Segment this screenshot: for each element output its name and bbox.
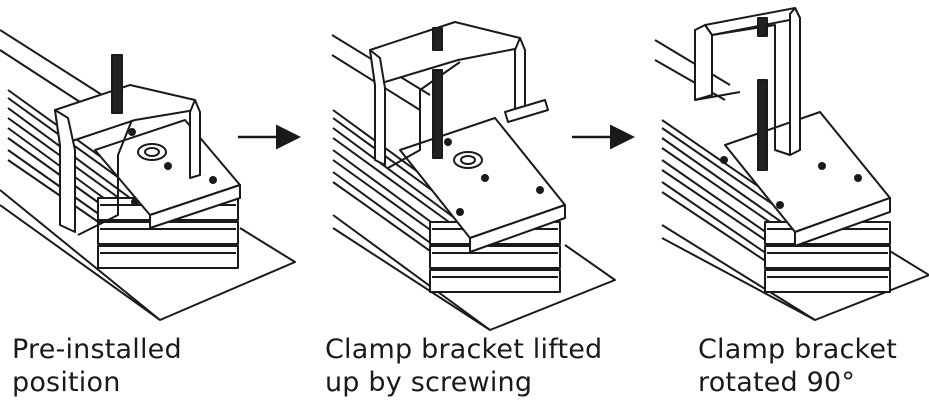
- step-1-illustration: [0, 29, 296, 321]
- caption-line: Pre-installed: [12, 334, 182, 365]
- step-2-caption: Clamp bracket lifted up by screwing: [325, 333, 602, 399]
- step-3-caption: Clamp bracket rotated 90°: [698, 333, 897, 399]
- caption-line: position: [12, 367, 121, 398]
- caption-line: rotated 90°: [698, 367, 856, 398]
- step-3-illustration: [654, 7, 929, 321]
- caption-line: Clamp bracket: [698, 334, 898, 365]
- caption-line: up by screwing: [325, 367, 533, 398]
- step-2-illustration: [331, 21, 616, 331]
- caption-line: Clamp bracket lifted: [325, 334, 603, 365]
- step-1-caption: Pre-installed position: [12, 333, 182, 399]
